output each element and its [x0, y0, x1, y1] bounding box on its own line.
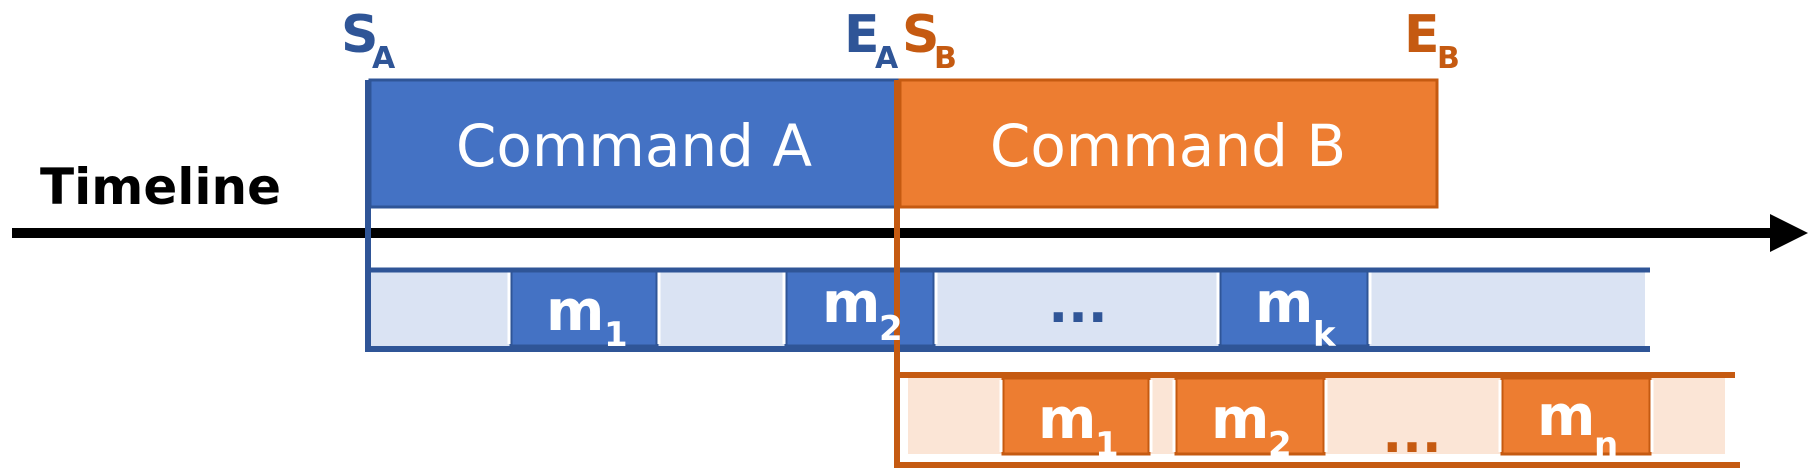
timeline-label: Timeline — [40, 158, 281, 216]
lane-b-m2-main: m — [1211, 387, 1269, 452]
command-a-label: Command A — [456, 112, 813, 180]
marker-start-b-sub: B — [934, 41, 957, 76]
lane-a — [365, 267, 1650, 352]
lane-a-ellipsis: ... — [1048, 275, 1107, 335]
command-b-box — [898, 78, 1439, 209]
lane-a-m2-sub: 2 — [879, 309, 903, 349]
marker-start-a-main: S — [341, 5, 378, 65]
marker-start-b: S B — [902, 5, 957, 76]
marker-start-b-main: S — [902, 5, 939, 65]
marker-end-b-main: E — [1404, 5, 1440, 65]
lane-a-m1-main: m — [546, 279, 604, 344]
command-a-box — [368, 78, 900, 209]
lane-b-segment-m1 — [1001, 376, 1151, 456]
lane-b-segment-mn — [1500, 376, 1652, 456]
lane-b-m1-main: m — [1038, 387, 1096, 452]
lane-b — [900, 372, 1740, 468]
marker-start-a: S A — [341, 5, 396, 76]
lane-b-mn-main: m — [1537, 384, 1595, 449]
timeline-arrowhead — [1770, 214, 1808, 252]
marker-end-a: E A — [844, 5, 899, 76]
lane-b-m2-sub: 2 — [1268, 425, 1292, 465]
marker-end-a-sub: A — [875, 41, 899, 76]
marker-end-a-main: E — [844, 5, 880, 65]
lane-a-mk-main: m — [1255, 271, 1313, 336]
lane-a-segment-m1 — [509, 268, 659, 348]
lane-a-mk-sub: k — [1313, 315, 1337, 355]
lane-b-ellipsis: ... — [1382, 405, 1441, 465]
marker-end-b-sub: B — [1437, 41, 1460, 76]
lane-a-m1-sub: 1 — [604, 315, 628, 355]
lane-b-mn-sub: n — [1594, 425, 1618, 465]
marker-end-b: E B — [1404, 5, 1460, 76]
lane-a-segment-mk — [1218, 268, 1370, 348]
lane-a-m2-main: m — [822, 271, 880, 336]
lane-b-m1-sub: 1 — [1095, 425, 1119, 465]
marker-start-a-sub: A — [372, 41, 396, 76]
lane-b-segment-m2 — [1174, 376, 1326, 456]
command-b-label: Command B — [990, 112, 1346, 180]
